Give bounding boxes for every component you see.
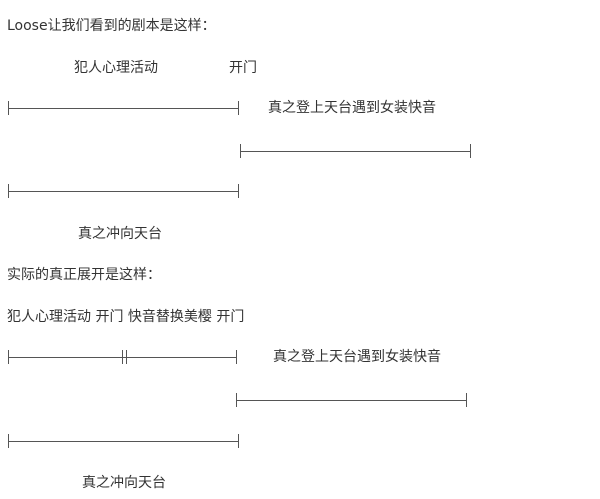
section2-heading: 实际的真正展开是这样： [7, 267, 161, 283]
timeline-text-rush-rooftop: 真之冲向天台 [78, 226, 162, 242]
label-criminal-psychology: 犯人心理活动 [74, 60, 158, 76]
timeline-bar-rush-2 [8, 434, 239, 448]
timeline-text-rush-rooftop-2: 真之冲向天台 [82, 475, 166, 491]
section2-labels: 犯人心理活动 开门 快音替换美樱 开门 [7, 309, 245, 325]
timeline-text-rooftop-encounter-2: 真之登上天台遇到女装快音 [273, 349, 441, 365]
timeline-bar-rooftop-2 [236, 393, 467, 407]
label-open-door: 开门 [229, 60, 257, 76]
timeline-text-rooftop-encounter: 真之登上天台遇到女装快音 [268, 100, 436, 116]
timeline-bar-split [8, 350, 237, 364]
split-tick-2 [126, 350, 127, 364]
timeline-bar-rooftop [240, 144, 471, 158]
split-tick-1 [122, 350, 123, 364]
timeline-bar-rush [8, 184, 239, 198]
timeline-bar-criminal [8, 101, 239, 115]
section1-heading: Loose让我们看到的剧本是这样： [7, 18, 216, 34]
